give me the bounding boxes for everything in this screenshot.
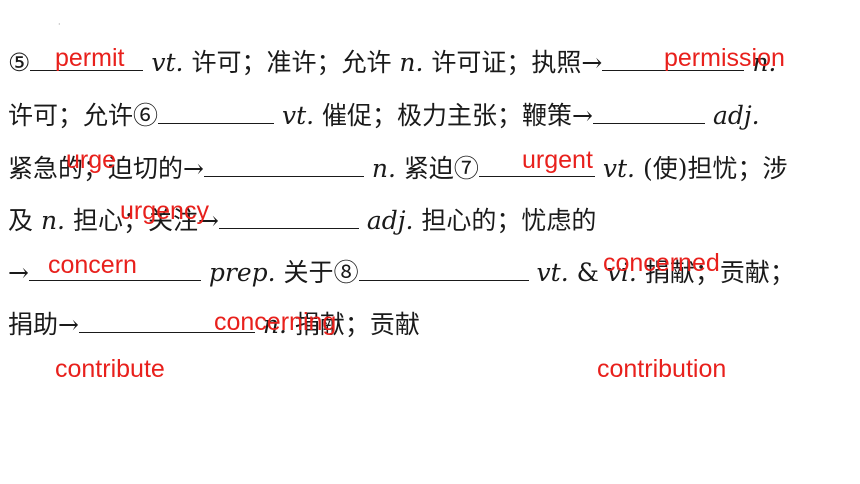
blank-permission bbox=[602, 48, 745, 71]
vocab-line-1: ⑤ vt. 许可；准许；允许 n. 许可证；执照→ n. bbox=[8, 48, 776, 78]
decor-dot: · bbox=[58, 20, 61, 29]
blank-contribution bbox=[78, 310, 255, 333]
definition-text: 担心；关注→ bbox=[65, 206, 219, 235]
answer-concerning: concerning bbox=[214, 308, 337, 336]
pos-label: vi. bbox=[606, 258, 637, 287]
blank-concerned bbox=[218, 206, 359, 229]
answer-urgent: urgent bbox=[522, 146, 593, 174]
pos-label: n. bbox=[262, 310, 287, 339]
vocab-line-6: 捐助→ n. 捐献；贡献 bbox=[8, 310, 420, 340]
definition-text: 许可证；执照→ bbox=[423, 48, 603, 77]
pos-label: adj. bbox=[366, 206, 414, 235]
definition-text: 许可；准许；允许 bbox=[183, 48, 400, 77]
blank-concerning bbox=[28, 258, 201, 281]
pos-label: vt. bbox=[602, 154, 636, 183]
pos-label: vt. bbox=[151, 48, 184, 77]
answer-permission: permission bbox=[664, 44, 785, 72]
vocab-line-3: 紧急的；迫切的→ n. 紧迫⑦ vt. (使)担忧；涉 bbox=[8, 154, 787, 184]
definition-text: 及 bbox=[8, 206, 41, 235]
pos-label: adj. bbox=[712, 101, 760, 130]
blank-6 bbox=[158, 101, 275, 124]
item-number-8: ⑧ bbox=[333, 258, 359, 287]
pos-label: vt. bbox=[536, 258, 569, 287]
definition-text: 许可；允许 bbox=[8, 101, 134, 130]
item-number-5: ⑤ bbox=[8, 48, 31, 77]
pos-label: n. bbox=[40, 206, 66, 235]
definition-text: 捐助→ bbox=[8, 310, 79, 339]
pos-label: n. bbox=[399, 48, 424, 77]
blank-urgent bbox=[593, 101, 706, 124]
answer-contribute: contribute bbox=[55, 355, 165, 383]
item-number-7: ⑦ bbox=[453, 154, 479, 183]
definition-text: (使)担忧；涉 bbox=[635, 154, 788, 183]
answer-permit: permit bbox=[55, 44, 125, 72]
vocab-line-2: 许可；允许⑥ vt. 催促；极力主张；鞭策→ adj. bbox=[8, 101, 760, 131]
definition-text: 催促；极力主张；鞭策→ bbox=[314, 101, 594, 130]
definition-text: 捐献；贡献 bbox=[286, 310, 420, 339]
pos-label: n. bbox=[371, 154, 396, 183]
blank-5 bbox=[30, 48, 144, 71]
answer-urge: urge bbox=[66, 146, 117, 174]
answer-contribution: contribution bbox=[597, 355, 727, 383]
amp-text: & bbox=[568, 258, 607, 287]
definition-text: 紧迫 bbox=[395, 154, 454, 183]
item-number-6: ⑥ bbox=[133, 101, 159, 130]
pos-label: vt. bbox=[281, 101, 315, 130]
pos-label: prep. bbox=[208, 258, 276, 287]
definition-text: 关于 bbox=[275, 258, 334, 287]
definition-text: 捐献；贡献； bbox=[636, 258, 795, 287]
blank-7 bbox=[478, 154, 595, 177]
arrow-text: → bbox=[8, 258, 29, 287]
vocab-line-4: 及 n. 担心；关注→ adj. 担心的；忧虑的 bbox=[8, 206, 596, 236]
pos-label: n. bbox=[752, 48, 777, 77]
vocab-line-5: → prep. 关于⑧ vt. & vi. 捐献；贡献； bbox=[8, 258, 795, 288]
answer-urgency: urgency bbox=[120, 197, 209, 225]
answer-concerned: concerned bbox=[603, 249, 720, 277]
definition-text: 紧急的；迫切的→ bbox=[8, 154, 204, 183]
blank-8 bbox=[358, 258, 529, 281]
definition-text: 担心的；忧虑的 bbox=[413, 206, 597, 235]
answer-concern: concern bbox=[48, 251, 137, 279]
blank-urgency bbox=[203, 154, 364, 177]
